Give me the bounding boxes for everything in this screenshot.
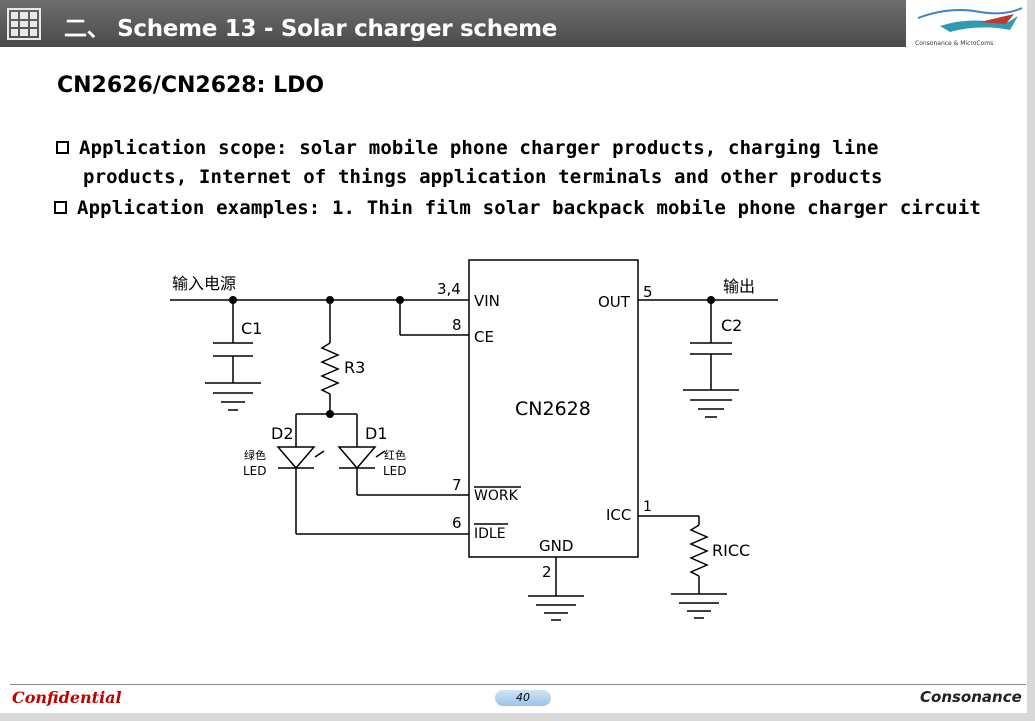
pin-ce-num: 8 — [452, 316, 462, 334]
pin-out-num: 5 — [643, 283, 653, 301]
d1-color-label: 红色 — [384, 448, 406, 462]
bullet-examples: Application examples: 1. Thin film solar… — [54, 197, 981, 219]
company-logo — [917, 7, 1023, 32]
pin-ce: CE — [474, 328, 494, 346]
pin-icc: ICC — [606, 506, 631, 524]
header-bar: 二、 Scheme 13 - Solar charger scheme — [0, 0, 906, 47]
confidential-label: Confidential — [12, 688, 122, 707]
pin-gnd: GND — [539, 537, 573, 555]
d2-label: D2 — [271, 424, 294, 443]
pin-gnd-num: 2 — [542, 563, 552, 581]
pin-out: OUT — [598, 293, 631, 311]
bullet-scope: Application scope: solar mobile phone ch… — [56, 137, 879, 159]
page-number: 40 — [495, 690, 551, 706]
pin-idle-num: 6 — [452, 514, 462, 532]
bullet-text: products, Internet of things application… — [83, 166, 883, 188]
footer-brand: Consonance — [920, 688, 1022, 706]
window-edge-right — [1027, 0, 1035, 721]
pin-idle: IDLE — [474, 526, 506, 542]
pin-icc-num: 1 — [643, 499, 652, 515]
pin-vin-num: 3,4 — [437, 280, 461, 298]
window-edge-bottom — [0, 713, 1035, 721]
logo-caption: Consonance & MicroComs — [915, 40, 994, 47]
bullet-text: Application examples: 1. Thin film solar… — [77, 197, 981, 219]
output-label: 输出 — [723, 277, 755, 296]
bullet-text: Application scope: solar mobile phone ch… — [79, 137, 879, 159]
d1-led-label: LED — [383, 464, 407, 478]
d2-led-label: LED — [243, 464, 267, 478]
d2-color-label: 绿色 — [244, 448, 266, 462]
footer-divider — [10, 684, 1026, 685]
bullet-scope-cont: products, Internet of things application… — [83, 166, 883, 188]
pin-vin: VIN — [474, 292, 500, 310]
c2-label: C2 — [721, 316, 742, 335]
checkbox-bullet-icon — [54, 201, 67, 214]
c1-label: C1 — [241, 319, 262, 338]
chip-body — [468, 259, 639, 558]
grid-menu-icon[interactable] — [7, 8, 41, 40]
checkbox-bullet-icon — [56, 141, 69, 154]
chip-name: CN2628 — [515, 398, 591, 420]
input-label: 输入电源 — [172, 274, 236, 293]
section-subtitle: CN2626/CN2628: LDO — [57, 73, 325, 98]
pin-work: WORK — [474, 488, 519, 504]
ricc-label: RICC — [712, 541, 750, 560]
slide-title: 二、 Scheme 13 - Solar charger scheme — [64, 16, 558, 42]
d1-label: D1 — [365, 424, 388, 443]
r3-label: R3 — [344, 358, 365, 377]
pin-work-num: 7 — [452, 476, 462, 494]
